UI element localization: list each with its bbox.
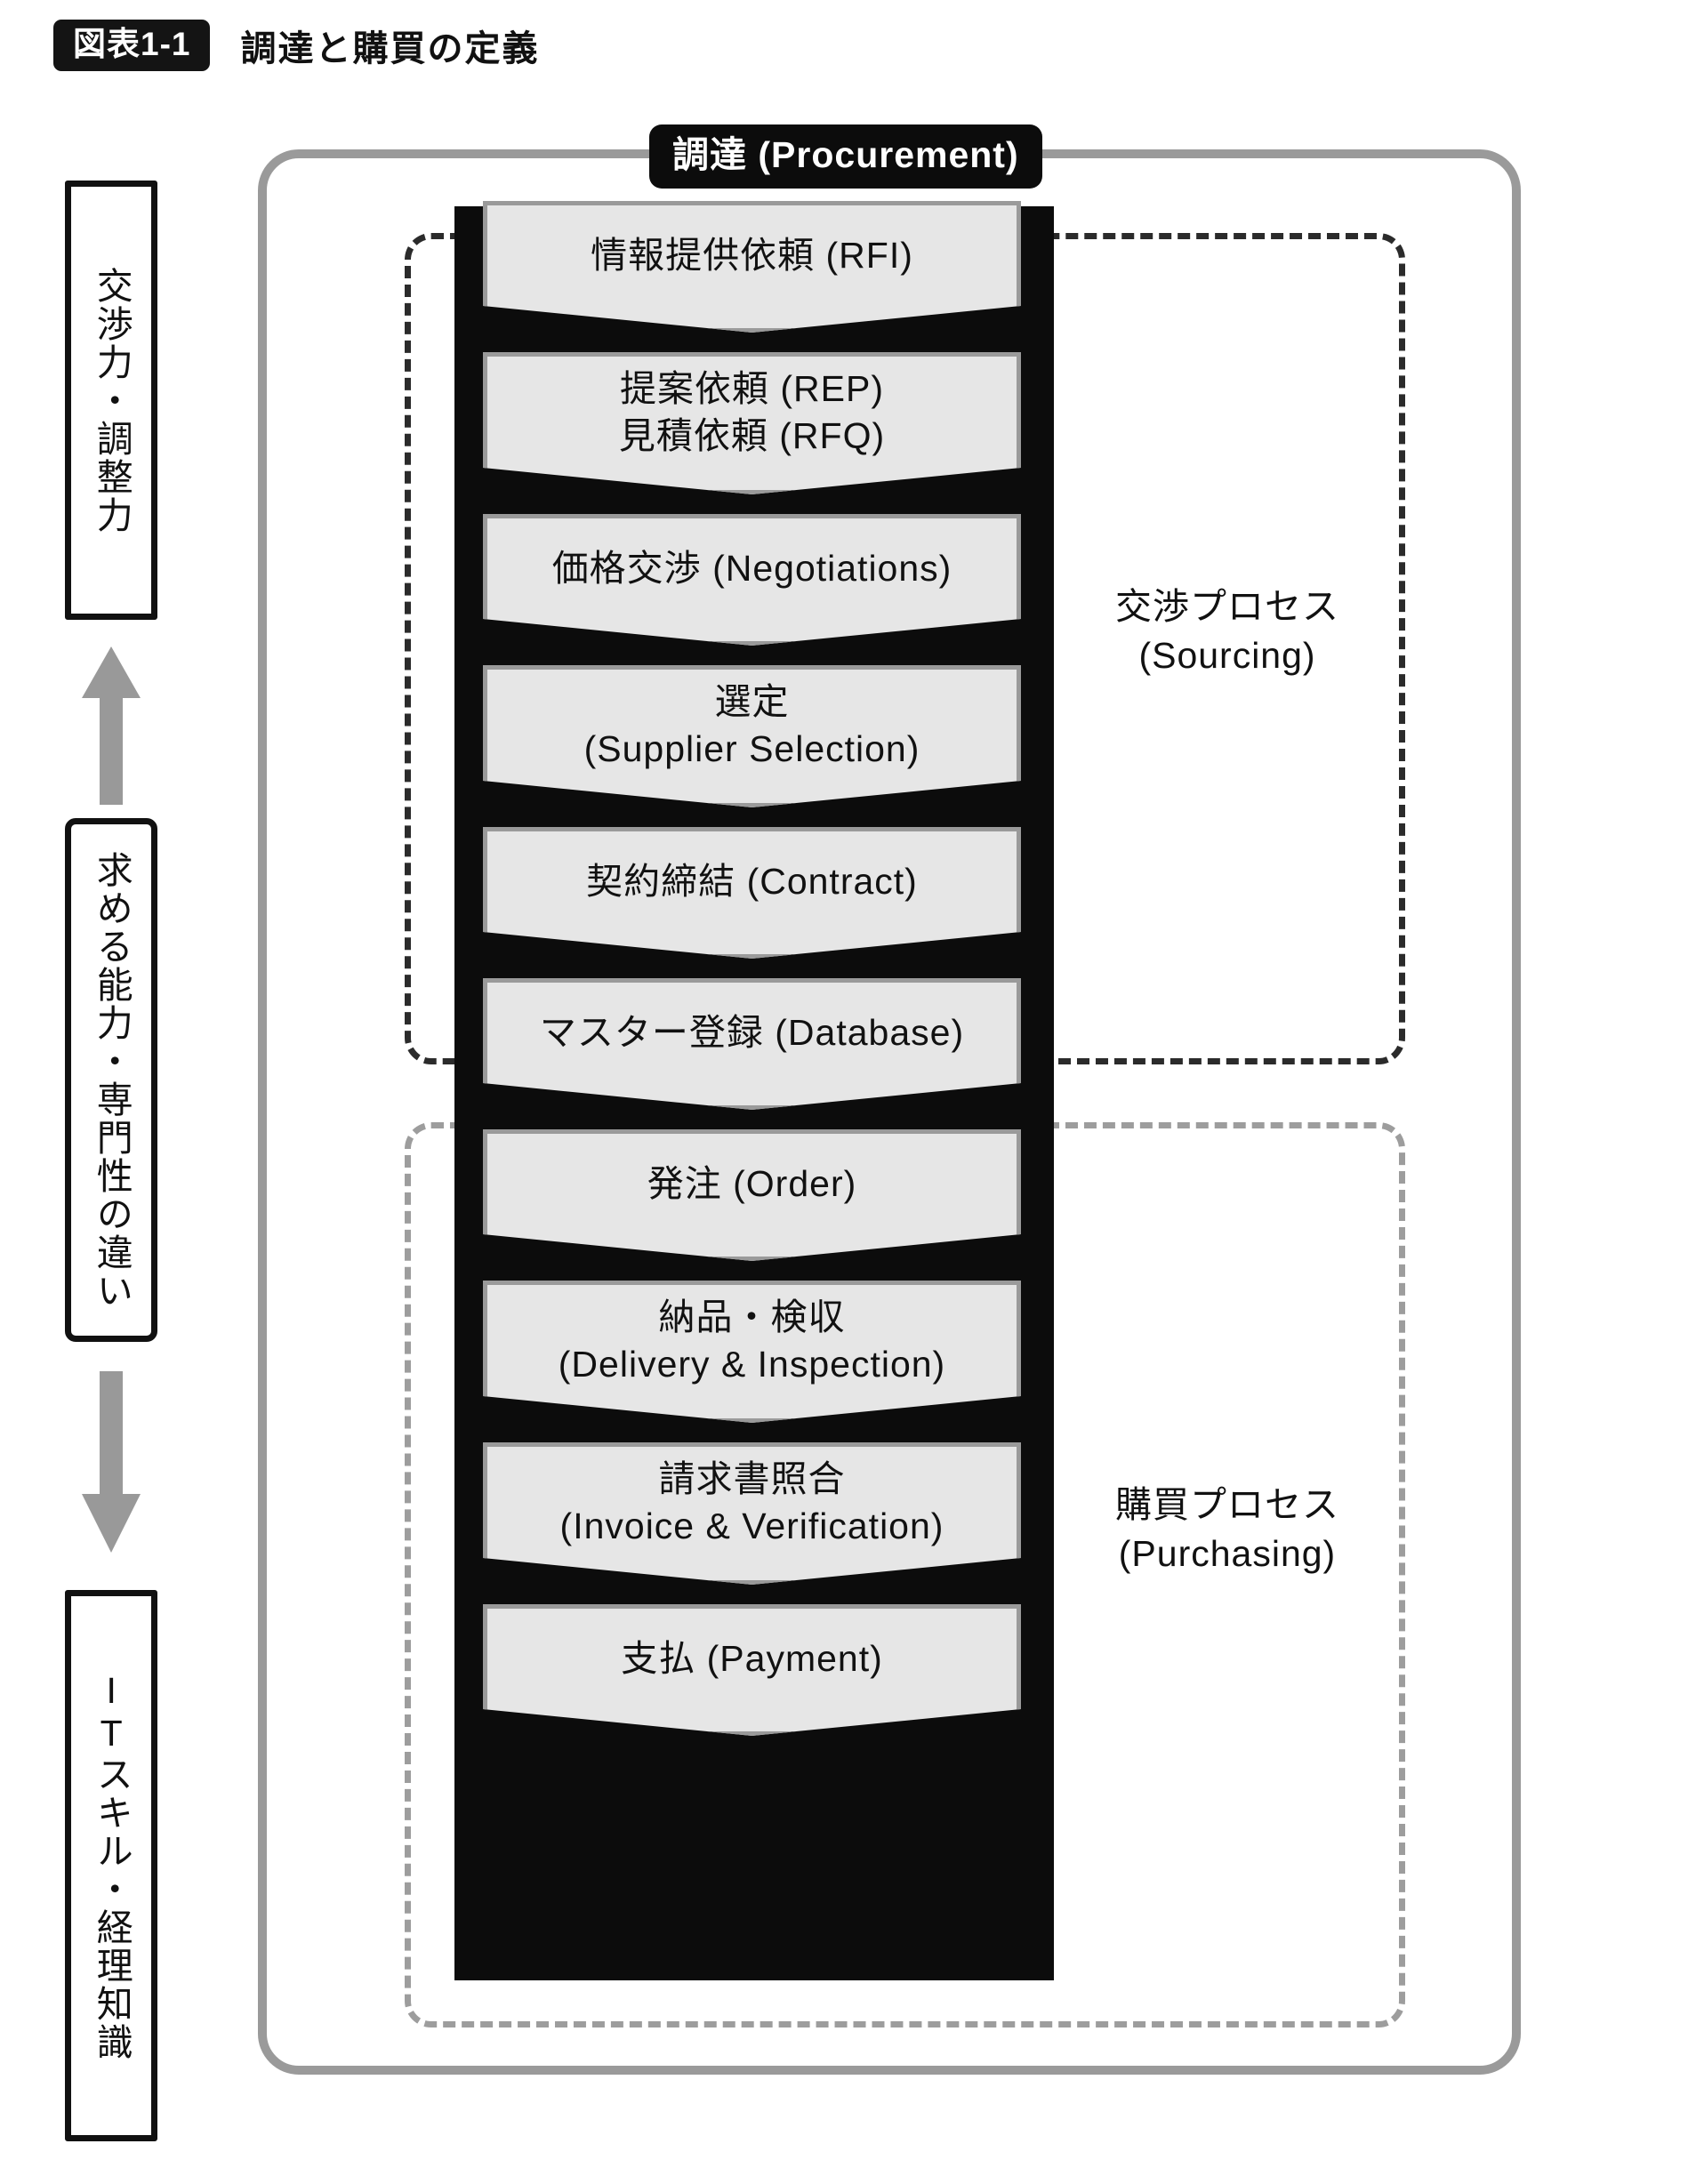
capability-box-difference-label: 求める能力・専門性の違い bbox=[91, 850, 133, 1310]
process-step-rfi[interactable]: 情報提供依頼 (RFI) bbox=[483, 201, 1021, 333]
process-step-rfi-label: 情報提供依頼 (RFI) bbox=[591, 235, 913, 277]
capability-box-difference: 求める能力・専門性の違い bbox=[65, 818, 157, 1342]
process-step-negotiations[interactable]: 価格交渉 (Negotiations) bbox=[483, 514, 1021, 646]
process-step-payment-label: 支払 (Payment) bbox=[621, 1638, 883, 1680]
process-step-delivery-inspection[interactable]: 納品・検収 (Delivery & Inspection) bbox=[483, 1281, 1021, 1423]
process-step-rfp-rfq[interactable]: 提案依頼 (REP) 見積依頼 (RFQ) bbox=[483, 352, 1021, 494]
process-step-delivery-inspection-label: 納品・検収 (Delivery & Inspection) bbox=[558, 1296, 946, 1385]
process-step-database[interactable]: マスター登録 (Database) bbox=[483, 978, 1021, 1110]
capability-box-negotiation: 交渉力・調整力 bbox=[65, 181, 157, 620]
figure-header: 図表1-1 調達と購買の定義 bbox=[53, 20, 539, 71]
capability-box-negotiation-label: 交渉力・調整力 bbox=[91, 266, 133, 534]
procurement-badge: 調達 (Procurement) bbox=[649, 124, 1042, 189]
process-step-order-label: 発注 (Order) bbox=[647, 1163, 857, 1205]
process-step-order[interactable]: 発注 (Order) bbox=[483, 1129, 1021, 1261]
process-step-supplier-selection-label: 選定 (Supplier Selection) bbox=[583, 680, 920, 769]
process-step-list: 情報提供依頼 (RFI) 提案依頼 (REP) 見積依頼 (RFQ) 価格交渉 … bbox=[483, 201, 1021, 1755]
process-step-payment[interactable]: 支払 (Payment) bbox=[483, 1604, 1021, 1736]
capability-box-it-accounting: ITスキル・経理知識 bbox=[65, 1590, 157, 2141]
group-label-purchasing: 購買プロセス (Purchasing) bbox=[1115, 1484, 1339, 1575]
process-step-rfp-rfq-label: 提案依頼 (REP) 見積依頼 (RFQ) bbox=[618, 367, 886, 456]
group-label-sourcing: 交渉プロセス (Sourcing) bbox=[1115, 586, 1339, 677]
process-step-invoice-verification[interactable]: 請求書照合 (Invoice & Verification) bbox=[483, 1442, 1021, 1585]
process-step-supplier-selection[interactable]: 選定 (Supplier Selection) bbox=[483, 665, 1021, 807]
figure-number-badge: 図表1-1 bbox=[53, 20, 211, 71]
process-step-contract-label: 契約締結 (Contract) bbox=[586, 861, 918, 903]
capability-box-it-accounting-label: ITスキル・経理知識 bbox=[91, 1670, 133, 2061]
process-step-negotiations-label: 価格交渉 (Negotiations) bbox=[551, 548, 952, 590]
process-step-invoice-verification-label: 請求書照合 (Invoice & Verification) bbox=[559, 1457, 944, 1546]
arrow-up-icon bbox=[80, 643, 142, 808]
arrow-down-icon bbox=[80, 1369, 142, 1556]
process-step-contract[interactable]: 契約締結 (Contract) bbox=[483, 827, 1021, 959]
page-title: 調達と購買の定義 bbox=[240, 29, 540, 68]
process-step-database-label: マスター登録 (Database) bbox=[539, 1012, 965, 1054]
